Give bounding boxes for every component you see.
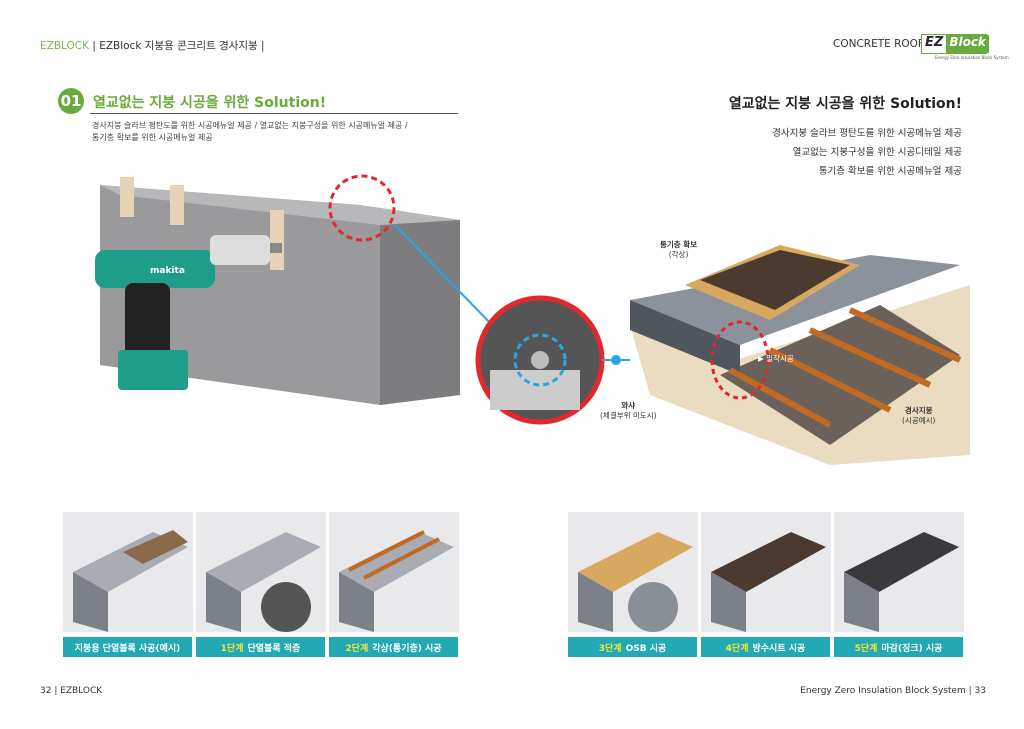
desc-line: 통기층 확보를 위한 시공메뉴얼 제공 — [818, 166, 962, 177]
title-divider — [90, 113, 458, 114]
section-number: 01 — [58, 88, 84, 114]
concrete-roof-label: CONCRETE ROOF — [833, 38, 924, 50]
brand-label: EZBLOCK — [40, 40, 89, 52]
vent-label: 통기층 확보(각상) — [660, 240, 698, 259]
step-thumbnail — [63, 512, 193, 632]
highlight-circle — [328, 174, 396, 242]
step-thumbnail — [196, 512, 326, 632]
block-drill-illustration: makita — [95, 174, 460, 405]
roof-diagram — [630, 245, 970, 465]
roof-label: 경사지붕(시공예시) — [902, 406, 936, 425]
desc-line: 경사지붕 슬라브 평탄도를 위한 시공메뉴얼 제공 — [772, 128, 962, 139]
desc-line: 경사지붕 슬라브 평탄도를 위한 시공메뉴얼 제공 / 열교없는 지붕구성을 위… — [92, 121, 408, 130]
svg-text:makita: makita — [150, 266, 185, 276]
header-left: EZBLOCK | EZBlock 지붕용 콘크리트 경사지붕 | — [40, 38, 265, 53]
washer-label: 와샤(체결부위 미도시) — [600, 401, 657, 420]
logo-subtitle: Energy Zero Insulation Block System — [935, 55, 1009, 60]
washer-detail — [394, 224, 630, 425]
step-thumbnail — [568, 512, 698, 632]
desc-line: 통기층 확보를 위한 시공메뉴얼 제공 — [92, 133, 213, 142]
step-thumbnail — [701, 512, 831, 632]
step-caption: 지붕용 단열블록 사공(예시) — [63, 637, 192, 657]
left-title: 열교없는 지붕 시공을 위한 Solution! — [93, 95, 327, 111]
left-description: 경사지붕 슬라브 평탄도를 위한 시공메뉴얼 제공 / 열교없는 지붕구성을 위… — [92, 120, 408, 144]
step-thumbnail — [834, 512, 964, 632]
section-label: | EZBlock 지붕용 콘크리트 경사지붕 | — [92, 40, 265, 52]
right-title: 열교없는 지붕 시공을 위한 Solution! — [728, 96, 962, 112]
desc-line: 열교없는 지붕구성을 위한 시공디테일 제공 — [792, 147, 962, 158]
tight-label: ▶ 밀착시공 — [758, 354, 794, 363]
logo-block: Block — [946, 35, 989, 53]
logo-ez: EZ — [922, 35, 947, 53]
drill-icon: makita — [95, 235, 282, 390]
step-thumbnail — [329, 512, 459, 632]
footer-left: 32 | EZBLOCK — [40, 686, 103, 696]
footer-right: Energy Zero Insulation Block System | 33 — [800, 686, 986, 696]
